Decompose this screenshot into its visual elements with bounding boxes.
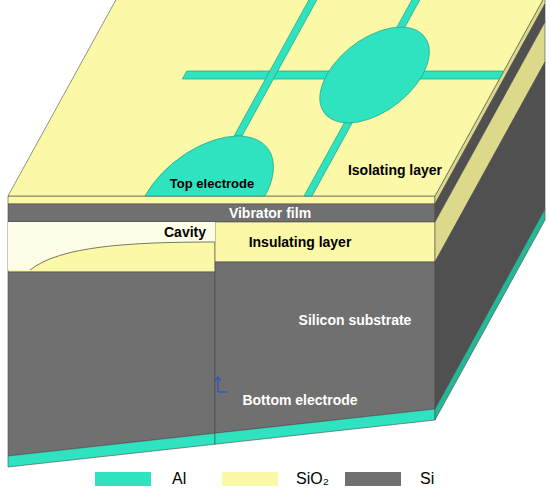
isolating-layer-front xyxy=(8,196,435,204)
bottom-electrode-front xyxy=(215,409,435,444)
label-holder: Vibrator film xyxy=(229,204,311,222)
part-label: Isolating layer xyxy=(348,162,442,178)
label-holder: Isolating layer xyxy=(348,161,442,179)
label-holder: Silicon substrate xyxy=(299,311,412,329)
part-label: Vibrator film xyxy=(229,205,311,221)
legend-text: Al xyxy=(172,470,186,488)
axis-marker xyxy=(218,391,228,392)
label-holder: Insulating layer xyxy=(249,233,352,251)
electrode-arm xyxy=(234,0,319,136)
legend-text: SiO₂ xyxy=(296,470,329,488)
bottom-electrode-side xyxy=(435,209,545,420)
legend-swatch xyxy=(95,472,151,486)
label-holder: Bottom electrode xyxy=(242,391,357,409)
bottom-electrode-section xyxy=(8,433,215,467)
part-label: Silicon substrate xyxy=(299,312,412,328)
top-face xyxy=(8,0,545,196)
substrate-front xyxy=(215,262,435,433)
part-label: Insulating layer xyxy=(249,234,352,250)
legend-swatch xyxy=(345,472,401,486)
vibrator-film-front xyxy=(8,204,435,222)
electrode-disc xyxy=(300,27,449,123)
cavity-wall xyxy=(30,242,215,270)
legend-text: Si xyxy=(420,470,434,488)
part-label: Bottom electrode xyxy=(242,392,357,408)
part-label: Cavity xyxy=(164,224,206,240)
substrate-section xyxy=(8,272,215,456)
insulating-layer-section xyxy=(8,222,215,272)
legend-swatch xyxy=(222,472,278,486)
top-electrode-half-disc xyxy=(145,136,298,196)
label-holder: Top electrode xyxy=(170,174,254,192)
axis-marker xyxy=(217,377,218,392)
label-holder: Cavity xyxy=(164,223,206,241)
cavity-region xyxy=(8,222,215,270)
axis-marker xyxy=(215,377,221,381)
insulating-layer-front xyxy=(215,222,435,262)
part-label: Top electrode xyxy=(170,176,254,191)
